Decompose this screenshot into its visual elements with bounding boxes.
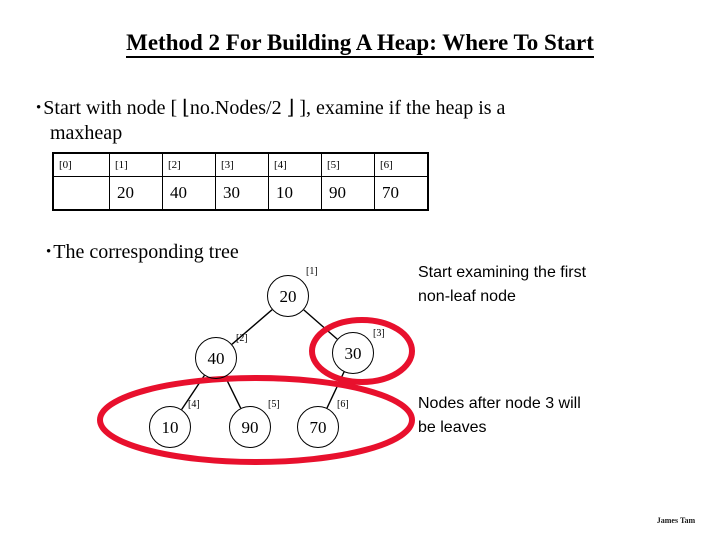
tree-node-40: 40 [195, 337, 237, 379]
array-index-cell: [5] [321, 152, 375, 177]
table-row-indices: [0] [1] [2] [3] [4] [5] [6] [52, 152, 429, 177]
tree-node-10: 10 [149, 406, 191, 448]
tree-node-index-label: [1] [306, 266, 318, 277]
tree-node-index-label: [3] [373, 328, 385, 339]
tree-node-index-label: [5] [268, 399, 280, 410]
array-value-cell: 40 [162, 176, 216, 211]
array-value-cell: 70 [374, 176, 429, 211]
bullet-1-line-1: Start with node [ ⌊no.Nodes/2 ⌋ ], exami… [43, 97, 506, 119]
bullet-marker-icon: • [36, 100, 42, 116]
tree-node-index-label: [4] [188, 399, 200, 410]
bullet-marker-icon: • [46, 244, 52, 260]
tree-edge [303, 309, 338, 340]
footer-author: James Tam [656, 516, 696, 525]
tree-node-index-label: [6] [337, 399, 349, 410]
array-value-cell: 90 [321, 176, 375, 211]
bullet-2-line-1: The corresponding tree [53, 241, 239, 263]
tree-edge [224, 376, 242, 409]
array-index-cell: [3] [215, 152, 269, 177]
bullet-start-with-node: •Start with node [ ⌊no.Nodes/2 ⌋ ], exam… [36, 96, 676, 146]
heap-array-table: [0] [1] [2] [3] [4] [5] [6] 20 40 30 10 … [52, 152, 429, 211]
array-value-cell [52, 176, 110, 211]
tree-node-index-label: [2] [236, 333, 248, 344]
array-value-cell: 30 [215, 176, 269, 211]
tree-node-90: 90 [229, 406, 271, 448]
array-value-cell: 20 [109, 176, 163, 211]
array-index-cell: [6] [374, 152, 429, 177]
tree-node-20: 20 [267, 275, 309, 317]
page-title-text: Method 2 For Building A Heap: Where To S… [126, 30, 594, 58]
bullet-1-line-2: maxheap [50, 122, 123, 144]
array-index-cell: [1] [109, 152, 163, 177]
array-index-cell: [0] [52, 152, 110, 177]
note-nodes-after-3: Nodes after node 3 will be leaves [418, 395, 581, 436]
note-start-examining: Start examining the first non-leaf node [418, 264, 587, 305]
tree-node-30: 30 [332, 332, 374, 374]
array-index-cell: [2] [162, 152, 216, 177]
bullet-corresponding-tree: •The corresponding tree [46, 240, 446, 265]
tree-node-70: 70 [297, 406, 339, 448]
page-title: Method 2 For Building A Heap: Where To S… [0, 30, 720, 58]
array-index-cell: [4] [268, 152, 322, 177]
array-value-cell: 10 [268, 176, 322, 211]
table-row-values: 20 40 30 10 90 70 [52, 176, 429, 211]
